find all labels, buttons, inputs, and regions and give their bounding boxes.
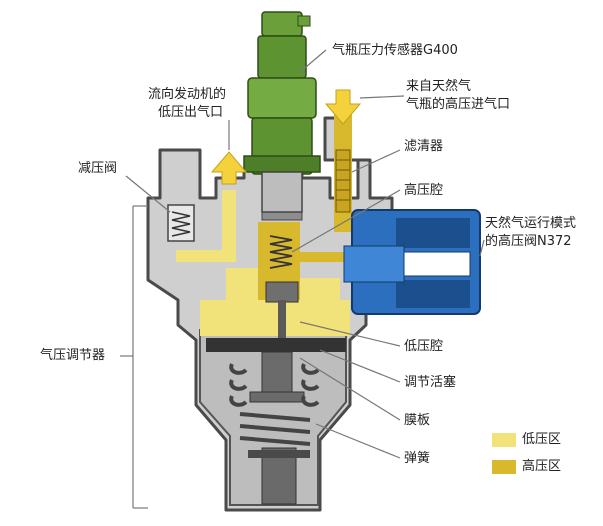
label-piston: 调节活塞 — [404, 375, 457, 390]
label-valve-n372-line1: 天然气运行模式 — [485, 216, 577, 231]
label-diaphragm: 膜板 — [404, 413, 431, 428]
relief-valve-part — [167, 204, 195, 242]
legend-low-swatch — [492, 433, 516, 447]
label-high-chamber: 高压腔 — [404, 183, 444, 198]
label-spring: 弹簧 — [404, 451, 431, 466]
label-sensor-g400: 气瓶压力传感器G400 — [332, 43, 458, 58]
label-outlet-line1: 流向发动机的 — [148, 87, 227, 102]
legend-high-label: 高压区 — [522, 459, 562, 474]
filter-part — [335, 149, 351, 213]
valve-n372-part — [343, 209, 481, 315]
flow-arrows — [210, 89, 362, 185]
label-filter: 滤清器 — [404, 139, 444, 154]
legend-low-label: 低压区 — [522, 432, 562, 447]
legend-high-swatch — [492, 460, 516, 474]
label-outlet-line2: 低压出气口 — [158, 105, 224, 120]
low-pressure-region — [176, 190, 350, 336]
label-inlet-line2: 气瓶的高压进气口 — [406, 97, 511, 112]
pressure-sensor-part — [243, 11, 321, 213]
label-low-chamber: 低压腔 — [404, 339, 444, 354]
spring-seat — [248, 447, 310, 505]
label-relief-valve: 减压阀 — [78, 161, 118, 176]
leader-lines — [120, 49, 485, 509]
label-regulator: 气压调节器 — [40, 348, 106, 363]
spring-part — [229, 363, 320, 446]
diaphragm-piston-part — [206, 338, 346, 403]
label-inlet-line1: 来自天然气 — [406, 79, 472, 94]
label-valve-n372-line2: 的高压阀N372 — [485, 234, 572, 249]
